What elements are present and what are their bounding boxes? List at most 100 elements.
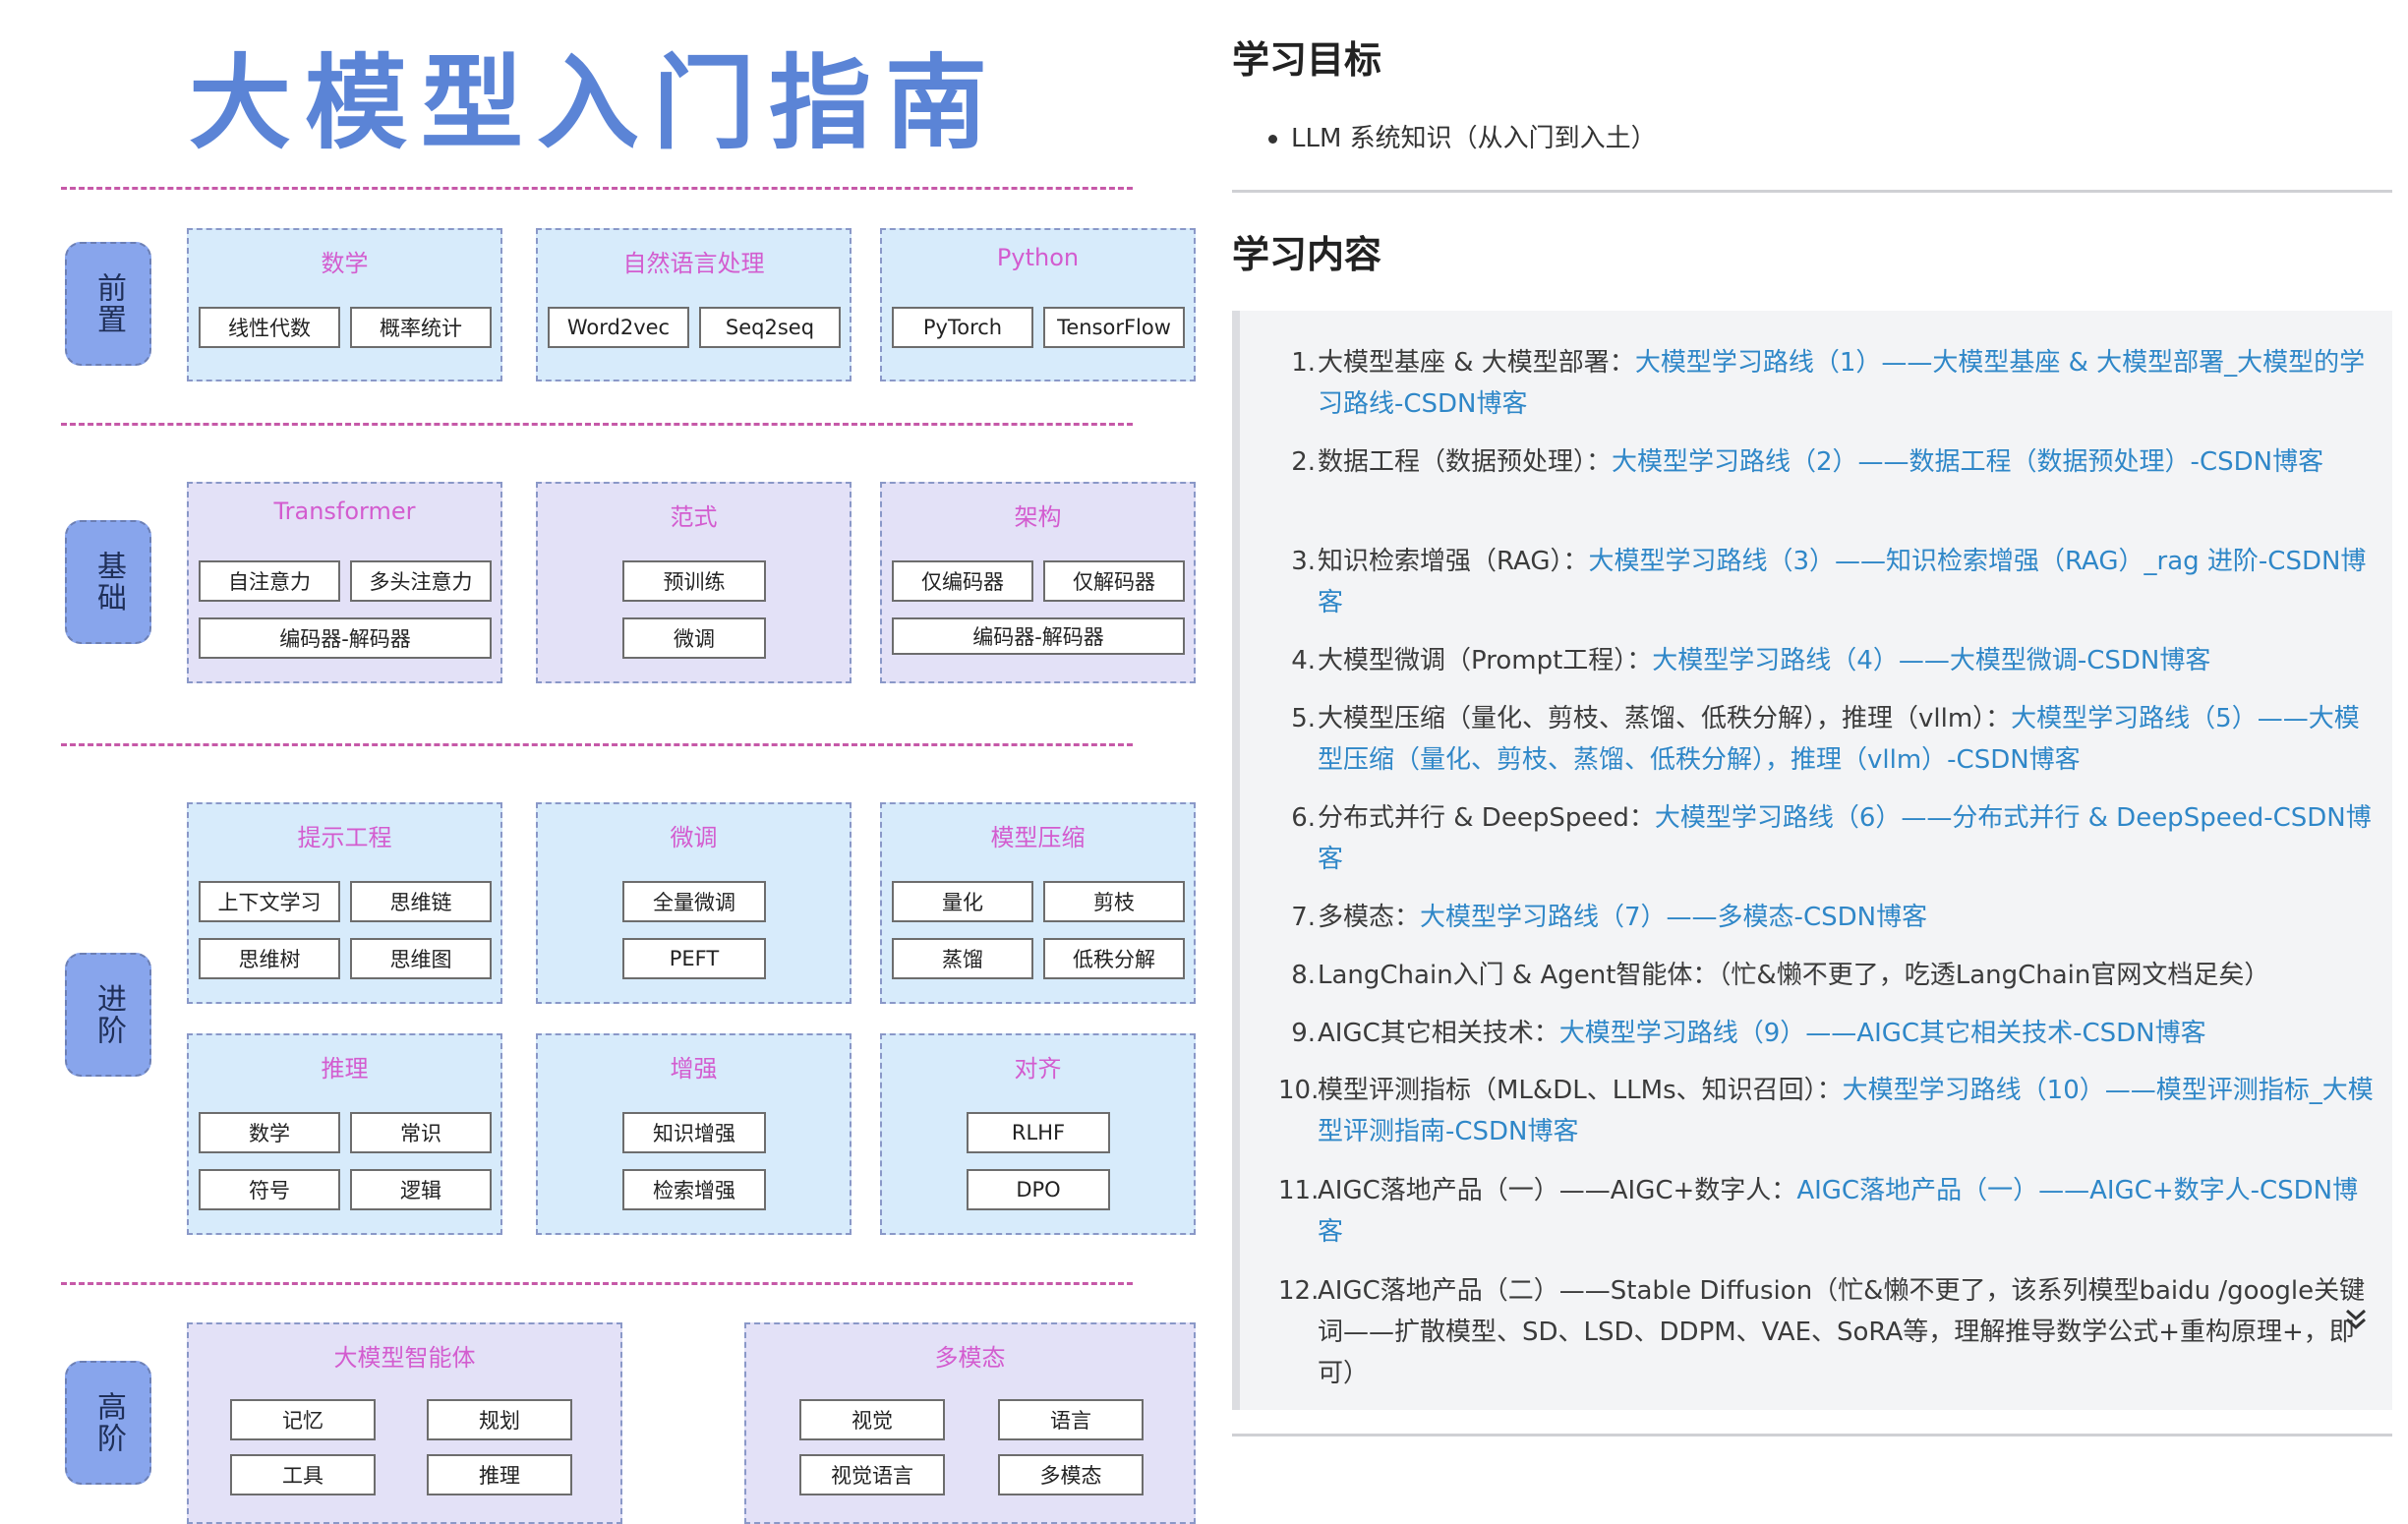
chip: 视觉语言	[799, 1454, 945, 1495]
list-item: 5. 大模型压缩（量化、剪枝、蒸馏、低秩分解），推理（vllm）：大模型学习路线…	[1278, 698, 2379, 781]
chip: 语言	[998, 1399, 1144, 1440]
list-item: 1. 大模型基座 & 大模型部署：大模型学习路线（1）——大模型基座 & 大模型…	[1278, 342, 2379, 425]
group-title: 数学	[321, 250, 369, 277]
group-transformer: Transformer 自注意力 多头注意力 编码器-解码器	[187, 482, 502, 683]
item-text: 模型评测指标（ML&DL、LLMs、知识召回）：	[1318, 1076, 1843, 1105]
chip: 仅编码器	[892, 560, 1033, 602]
item-link[interactable]: 大模型学习路线（10）——模型评测指标_大模型评测指南-CSDN博客	[1318, 1076, 2374, 1146]
chip: 概率统计	[350, 307, 492, 348]
item-number: 9.	[1291, 1019, 1316, 1048]
item-link[interactable]: AIGC落地产品（一）——AIGC+数字人-CSDN博客	[1318, 1176, 2359, 1247]
chip: 线性代数	[199, 307, 340, 348]
chip: RLHF	[967, 1112, 1110, 1153]
group-title: 范式	[670, 503, 718, 531]
item-link[interactable]: 大模型学习路线（6）——分布式并行 & DeepSpeed-CSDN博客	[1318, 803, 2372, 874]
list-item: 10. 模型评测指标（ML&DL、LLMs、知识召回）：大模型学习路线（10）—…	[1278, 1070, 2379, 1152]
group-llm-agent: 大模型智能体 记忆 规划 工具 推理	[187, 1322, 622, 1524]
row-divider	[61, 423, 1133, 426]
row-label-basics: 基础	[65, 520, 151, 644]
content-heading: 学习内容	[1232, 233, 1382, 276]
group-multimodal: 多模态 视觉 语言 视觉语言 多模态	[744, 1322, 1196, 1524]
chip: 记忆	[230, 1399, 376, 1440]
item-number: 8.	[1291, 961, 1316, 990]
group-title: 提示工程	[297, 824, 392, 851]
list-item: 3. 知识检索增强（RAG）：大模型学习路线（3）——知识检索增强（RAG）_r…	[1278, 541, 2379, 623]
item-link[interactable]: 大模型学习路线（4）——大模型微调-CSDN博客	[1652, 646, 2211, 675]
chip: 多头注意力	[350, 560, 492, 602]
section-divider	[1232, 1434, 2392, 1436]
chip: 检索增强	[622, 1169, 766, 1210]
item-link[interactable]: 大模型学习路线（1）——大模型基座 & 大模型部署_大模型的学习路线-CSDN博…	[1318, 348, 2366, 419]
chip: 编码器-解码器	[892, 617, 1185, 655]
list-item: 2. 数据工程（数据预处理）：大模型学习路线（2）——数据工程（数据预处理）-C…	[1278, 441, 2379, 483]
chip: 知识增强	[622, 1112, 766, 1153]
group-finetune: 微调 全量微调 PEFT	[536, 802, 852, 1004]
chip: 工具	[230, 1454, 376, 1495]
chip: 上下文学习	[199, 881, 340, 922]
group-title: 增强	[670, 1055, 718, 1083]
content-list-panel	[1232, 311, 2392, 1410]
chip: 剪枝	[1043, 881, 1185, 922]
row-label-prerequisite: 前置	[65, 242, 151, 366]
item-text: 数据工程（数据预处理）：	[1318, 447, 1613, 477]
chip: 编码器-解码器	[199, 617, 492, 659]
chip: 仅解码器	[1043, 560, 1185, 602]
chip: Seq2seq	[699, 307, 841, 348]
item-text: 分布式并行 & DeepSpeed：	[1318, 803, 1655, 833]
chip: 规划	[427, 1399, 572, 1440]
group-title: Python	[996, 244, 1080, 271]
list-item: 7. 多模态：大模型学习路线（7）——多模态-CSDN博客	[1278, 897, 2379, 938]
item-text: 大模型微调（Prompt工程）：	[1318, 646, 1653, 675]
item-number: 11.	[1278, 1176, 1320, 1205]
item-number: 3.	[1291, 547, 1316, 576]
item-link[interactable]: 大模型学习路线（5）——大模型压缩（量化、剪枝、蒸馏、低秩分解），推理（vllm…	[1318, 704, 2360, 775]
chip: PyTorch	[892, 307, 1033, 348]
row-divider	[61, 187, 1133, 190]
item-number: 5.	[1291, 704, 1316, 733]
list-item: 11. AIGC落地产品（一）——AIGC+数字人：AIGC落地产品（一）——A…	[1278, 1170, 2379, 1253]
group-math: 数学 线性代数 概率统计	[187, 228, 502, 381]
list-item: 6. 分布式并行 & DeepSpeed：大模型学习路线（6）——分布式并行 &…	[1278, 797, 2379, 880]
chip: DPO	[967, 1169, 1110, 1210]
item-number: 7.	[1291, 903, 1316, 932]
group-title: 多模态	[934, 1344, 1006, 1372]
chip: 视觉	[799, 1399, 945, 1440]
bullet-icon	[1268, 135, 1277, 144]
chevron-double-down-icon-svg	[2346, 1309, 2366, 1330]
item-link[interactable]: 大模型学习路线（7）——多模态-CSDN博客	[1420, 903, 1928, 932]
group-title: 推理	[321, 1055, 369, 1083]
item-text: AIGC落地产品（一）——AIGC+数字人：	[1318, 1176, 1797, 1205]
chip: 逻辑	[350, 1169, 492, 1210]
chip: 思维图	[350, 938, 492, 979]
group-title: 自然语言处理	[622, 250, 765, 277]
group-title: 架构	[1014, 503, 1062, 531]
chip: 全量微调	[622, 881, 766, 922]
item-link[interactable]: 大模型学习路线（2）——数据工程（数据预处理）-CSDN博客	[1612, 447, 2324, 477]
group-nlp: 自然语言处理 Word2vec Seq2seq	[536, 228, 852, 381]
chip: 常识	[350, 1112, 492, 1153]
item-text: 大模型压缩（量化、剪枝、蒸馏、低秩分解），推理（vllm）：	[1318, 704, 2012, 733]
section-divider	[1232, 190, 2392, 193]
item-text: 多模态：	[1318, 903, 1421, 932]
chip: Word2vec	[548, 307, 689, 348]
chevron-double-down-icon[interactable]	[2336, 1300, 2376, 1339]
group-title: 模型压缩	[990, 824, 1086, 851]
group-augmentation: 增强 知识增强 检索增强	[536, 1033, 852, 1235]
chip: 思维树	[199, 938, 340, 979]
chip: 量化	[892, 881, 1033, 922]
chip: 蒸馏	[892, 938, 1033, 979]
row-divider	[61, 743, 1133, 746]
goal-list-item: LLM 系统知识（从入门到入土）	[1268, 118, 1657, 154]
group-model-compression: 模型压缩 量化 剪枝 蒸馏 低秩分解	[880, 802, 1196, 1004]
chip: 低秩分解	[1043, 938, 1185, 979]
row-label-expert: 高阶	[65, 1361, 151, 1485]
item-number: 1.	[1291, 348, 1316, 378]
list-item: 12. AIGC落地产品（二）——Stable Diffusion（忙&懒不更了…	[1278, 1270, 2379, 1394]
group-title: 微调	[670, 824, 718, 851]
diagram-title: 大模型入门指南	[188, 43, 1001, 163]
chip: 符号	[199, 1169, 340, 1210]
group-prompt-engineering: 提示工程 上下文学习 思维链 思维树 思维图	[187, 802, 502, 1004]
item-number: 6.	[1291, 803, 1316, 833]
item-link[interactable]: 大模型学习路线（9）——AIGC其它相关技术-CSDN博客	[1558, 1019, 2206, 1048]
item-link[interactable]: 大模型学习路线（3）——知识检索增强（RAG）_rag 进阶-CSDN博客	[1318, 547, 2367, 617]
